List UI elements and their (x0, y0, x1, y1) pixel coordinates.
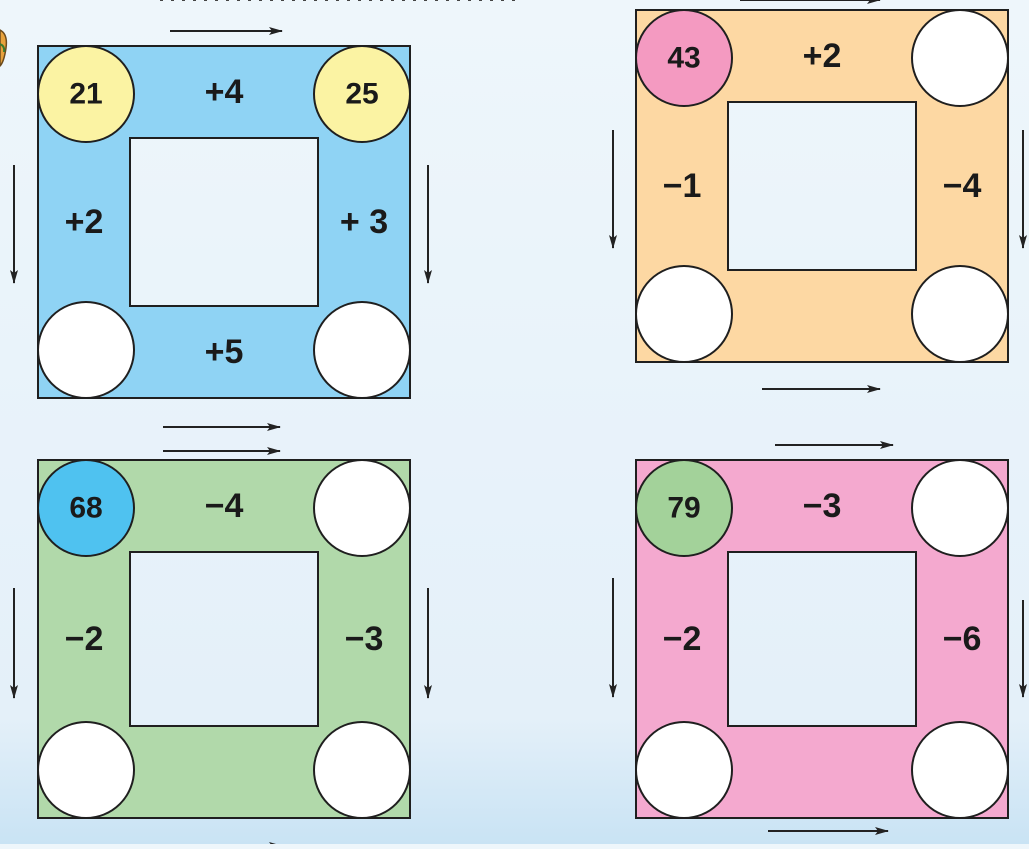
corner-tr-circle[interactable] (912, 10, 1008, 106)
corner-value: 25 (345, 78, 378, 111)
puzzle-bottom-left: 68 −4 −2 −3 (38, 460, 410, 818)
corner-value: 79 (667, 492, 700, 525)
corner-bl-circle[interactable] (636, 266, 732, 362)
operation-label-left: −1 (663, 167, 702, 205)
operation-label-right: −6 (943, 620, 982, 658)
value-circle[interactable] (38, 722, 134, 818)
corner-value: 21 (69, 78, 102, 111)
value-circle[interactable] (314, 722, 410, 818)
corner-tr-circle[interactable] (314, 460, 410, 556)
corner-br-circle[interactable] (314, 302, 410, 398)
corner-tr-circle: 25 (314, 46, 410, 142)
operation-label-top: +2 (803, 37, 842, 75)
value-circle[interactable] (314, 302, 410, 398)
operation-label-top: −3 (803, 487, 842, 525)
operation-label-right: −3 (345, 620, 384, 658)
corner-br-circle[interactable] (912, 722, 1008, 818)
puzzle-top-right: 43 +2 −1 −4 (636, 10, 1008, 362)
operation-label-top: −4 (205, 487, 244, 525)
value-circle[interactable] (636, 266, 732, 362)
corner-tr-circle[interactable] (912, 460, 1008, 556)
value-circle[interactable] (38, 302, 134, 398)
corner-tl-circle: 68 (38, 460, 134, 556)
value-circle[interactable] (636, 722, 732, 818)
puzzles-layer: 21 25 +4 +5 +2 + 3 43 +2 −1 −4 68 −4 −2 −3 79 −3 −2 −6 (38, 10, 1008, 818)
value-circle[interactable] (912, 460, 1008, 556)
operation-label-left: −2 (65, 620, 104, 658)
operation-label-left: +2 (65, 203, 104, 241)
corner-tl-circle: 21 (38, 46, 134, 142)
value-circle[interactable] (912, 266, 1008, 362)
corner-value: 43 (667, 42, 700, 75)
character-icon (0, 30, 6, 66)
corner-tl-circle: 79 (636, 460, 732, 556)
value-circle[interactable] (314, 460, 410, 556)
operation-label-bottom: +5 (205, 333, 244, 371)
operation-label-right: + 3 (340, 203, 388, 241)
corner-value: 68 (69, 492, 102, 525)
puzzle-top-left: 21 25 +4 +5 +2 + 3 (38, 46, 410, 398)
value-circle[interactable] (912, 722, 1008, 818)
operation-label-left: −2 (663, 620, 702, 658)
operation-label-top: +4 (205, 73, 244, 111)
corner-br-circle[interactable] (912, 266, 1008, 362)
operation-label-right: −4 (943, 167, 982, 205)
corner-bl-circle[interactable] (38, 302, 134, 398)
corner-bl-circle[interactable] (38, 722, 134, 818)
corner-br-circle[interactable] (314, 722, 410, 818)
puzzle-bottom-right: 79 −3 −2 −6 (636, 460, 1008, 818)
corner-tl-circle: 43 (636, 10, 732, 106)
value-circle[interactable] (912, 10, 1008, 106)
corner-bl-circle[interactable] (636, 722, 732, 818)
